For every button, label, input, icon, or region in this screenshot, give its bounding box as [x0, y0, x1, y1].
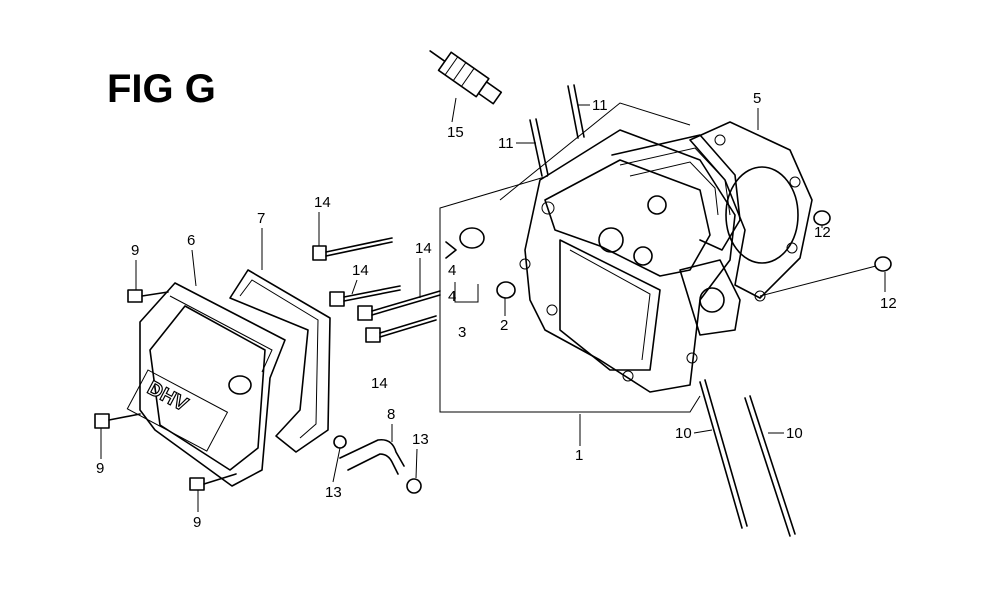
callout-10b: 10 — [786, 425, 803, 442]
callout-11b: 11 — [592, 97, 608, 114]
bolt-9-upper — [127, 289, 169, 303]
callout-12b: 12 — [880, 295, 897, 312]
callout-7: 7 — [257, 210, 265, 227]
dowel-12-lower — [874, 256, 892, 272]
callout-8: 8 — [387, 406, 395, 423]
push-rod-left — [699, 379, 748, 529]
spark-plug — [429, 50, 503, 105]
callout-5: 5 — [753, 90, 761, 107]
stud-11-left — [529, 118, 549, 177]
bolt-14-mid-left — [329, 285, 401, 307]
cover-gasket — [229, 269, 331, 453]
callout-4a: 4 — [448, 262, 456, 279]
assembly-bracket — [439, 175, 701, 413]
hose-clamp-left — [333, 435, 347, 449]
callout-14d: 14 — [371, 375, 388, 392]
dowel-12-upper — [813, 210, 831, 226]
callout-6: 6 — [187, 232, 195, 249]
callout-1: 1 — [575, 447, 583, 464]
hose-clamp-right — [406, 478, 422, 494]
bolt-14-lower — [365, 315, 437, 343]
callout-15: 15 — [447, 124, 464, 141]
stud-11-right — [567, 84, 585, 139]
cap-2 — [496, 281, 516, 299]
bolt-14-top — [312, 237, 393, 261]
callout-14b: 14 — [352, 262, 369, 279]
cylinder-head — [519, 129, 741, 393]
callout-13b: 13 — [412, 431, 429, 448]
callout-10a: 10 — [675, 425, 692, 442]
callout-4b: 4 — [448, 288, 456, 305]
callout-12a: 12 — [814, 224, 831, 241]
callout-3: 3 — [458, 324, 466, 341]
figure-title: FIG G — [107, 67, 216, 111]
callout-9a: 9 — [131, 242, 139, 259]
callout-14c: 14 — [415, 240, 432, 257]
clip-4 — [445, 241, 457, 259]
bolt-9-left — [94, 413, 141, 429]
callout-14a: 14 — [314, 194, 331, 211]
bolt-9-lower — [189, 473, 237, 491]
callout-11a: 11 — [498, 135, 514, 152]
valve-seal-3 — [459, 227, 485, 249]
head-gasket — [689, 121, 813, 302]
callout-2: 2 — [500, 317, 508, 334]
bolt-14-mid-right — [357, 290, 441, 321]
valve-cover: DHV — [126, 282, 286, 487]
callout-9b: 9 — [96, 460, 104, 477]
breather-hose — [339, 438, 405, 475]
callout-9c: 9 — [193, 514, 201, 531]
callout-13a: 13 — [325, 484, 342, 501]
push-rod-right — [744, 395, 796, 537]
cover-stamp-text: DHV — [144, 377, 192, 417]
